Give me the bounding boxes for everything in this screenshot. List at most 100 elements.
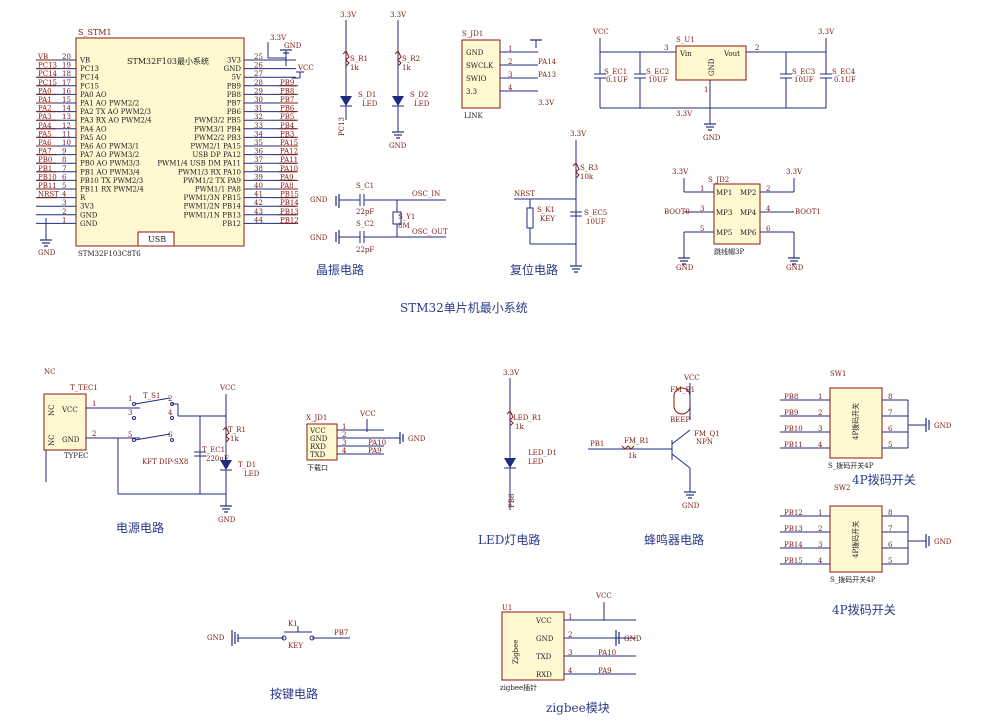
mcu-right-num: 34: [254, 130, 263, 138]
reset-ec5v: 10UF: [586, 218, 606, 226]
key-ref: K1: [288, 620, 298, 628]
key-block: GND K1 KEY PB7: [207, 620, 350, 650]
link-pin: SWCLK: [466, 62, 494, 70]
xtal-y1: S_Y1: [398, 213, 415, 221]
mcu-left-num: 18: [62, 70, 71, 78]
mcu-right-num: 37: [254, 156, 263, 164]
led-top-d2: S_D2: [410, 91, 428, 99]
mcu-right-net: PA15: [280, 139, 298, 147]
link-name: LINK: [464, 112, 484, 120]
mcu-left-pin: PC15: [80, 82, 99, 90]
dip-num-left: 4: [818, 557, 823, 565]
boot-pin: MP4: [740, 209, 757, 217]
uart-net: PA10: [368, 439, 386, 447]
reg-p2: 2: [755, 44, 759, 52]
pwr-d1: T_D1: [238, 461, 256, 469]
mcu-left-num: 9: [62, 148, 66, 156]
led-v: 3.3V: [503, 369, 520, 377]
mcu-left-num: 1: [62, 216, 66, 224]
led-rv: 1k: [515, 423, 524, 431]
crystal-block: GND GND S_C1 22pF S_C2 22pF S_Y1 8M OSC_…: [310, 182, 448, 254]
mcu-left-pin: PB10 TX PWM2/3: [80, 177, 143, 185]
zig-pin: VCC: [535, 617, 552, 625]
xtal-c1v: 22pF: [356, 208, 374, 216]
mcu-right-num: 25: [254, 53, 263, 61]
zig-pin: GND: [536, 635, 554, 643]
mcu-right-pin: 3V3: [227, 57, 241, 65]
mcu-left-pin: GND: [80, 211, 98, 219]
key-gnd: GND: [207, 634, 225, 642]
boot-name: 跳线帽3P: [714, 247, 744, 256]
mcu-right-net: PB14: [280, 199, 299, 207]
boot-pin: MP3: [716, 209, 732, 217]
dip-net: PB14: [784, 541, 803, 549]
mcu-right-num: 40: [254, 182, 263, 190]
led-r: LED_R1: [513, 414, 542, 422]
mcu-right-num: 31: [254, 105, 263, 113]
pwr-sw-part: KFT DIP-SX8: [142, 458, 188, 466]
caption-crystal: 晶振电路: [316, 262, 364, 277]
mcu-right-num: 32: [254, 113, 263, 121]
mcu-left-pin: GND: [80, 220, 98, 228]
sw2-part: S_拨码开关4P: [830, 575, 876, 584]
mcu-left-net: PA4: [38, 122, 52, 130]
led-net: PB6: [508, 493, 516, 508]
reg-gnd-net: GND: [703, 134, 721, 142]
mcu-right-num: 26: [254, 62, 263, 70]
reg-gnd: GND: [708, 58, 716, 76]
reset-r3v: 10k: [580, 173, 594, 181]
zig-gnd: GND: [624, 635, 642, 643]
mcu-right-net: PA11: [280, 156, 298, 164]
mcu-left-pin: PA4 AO: [80, 125, 107, 133]
boot-b1: BOOT1: [795, 208, 821, 216]
link-num: 1: [508, 45, 512, 53]
reset-nrst: NRST: [514, 190, 535, 198]
mcu-right-num: 33: [254, 122, 263, 130]
zig-num: 3: [568, 649, 572, 657]
mcu-left-pin: PC14: [80, 74, 100, 82]
mcu-block: S_STM1 STM32F103最小系统 STM32F103C8T6 USB V…: [36, 28, 314, 258]
mcu-right-net: PB12: [280, 216, 299, 224]
uart-name: 下载口: [307, 463, 328, 472]
bz-gnd: GND: [682, 502, 700, 510]
mcu-body: [75, 37, 245, 247]
mcu-left-num: 16: [62, 87, 71, 95]
caption-title: STM32单片机最小系统: [400, 301, 528, 315]
xtal-in: OSC_IN: [412, 190, 440, 198]
reg-vcc: VCC: [592, 28, 609, 36]
mcu-right-pin: PB12: [222, 220, 241, 228]
led-top-gnd: GND: [389, 142, 407, 150]
reg-33-net: 3.3V: [676, 110, 693, 118]
reg-ec4: S_EC4: [832, 68, 856, 76]
pwr-sw-num: 2: [168, 395, 172, 403]
mcu-3v3-net: 3.3V: [270, 34, 287, 42]
mcu-right-num: 36: [254, 148, 263, 156]
mcu-right-net: PB5: [280, 113, 294, 121]
xtal-c2: S_C2: [356, 220, 374, 228]
pwr-sw-num: 1: [128, 395, 132, 403]
mcu-right-net: PB4: [280, 122, 295, 130]
bz-rv: 1k: [628, 452, 637, 460]
mcu-right-num: 38: [254, 165, 263, 173]
mcu-right-pin: PWM1/2N PB14: [184, 203, 242, 211]
dip-net: PB8: [784, 393, 798, 401]
dip-num-right: 6: [888, 425, 893, 433]
mcu-left-net: PA6: [38, 139, 52, 147]
pwr-vtop: VCC: [219, 384, 236, 392]
sw2-label: 4P拨码开关: [851, 521, 860, 558]
mcu-left-num: 20: [62, 53, 71, 61]
mcu-left-net: PB0: [38, 156, 52, 164]
mcu-left-pin: PA2 TX AO PWM2/3: [80, 108, 151, 116]
boot-num: 1: [700, 185, 704, 193]
pwr-led-symbol: [220, 460, 232, 470]
mcu-right-pin: PWM3/1 PB4: [194, 125, 241, 133]
mcu-right-net: PA8: [280, 182, 294, 190]
mcu-right-pin: USB DP PA12: [192, 151, 241, 159]
mcu-left-net: PA3: [38, 113, 52, 121]
mcu-right-net: PB15: [280, 191, 299, 199]
typec-gnd: GND: [62, 436, 80, 444]
